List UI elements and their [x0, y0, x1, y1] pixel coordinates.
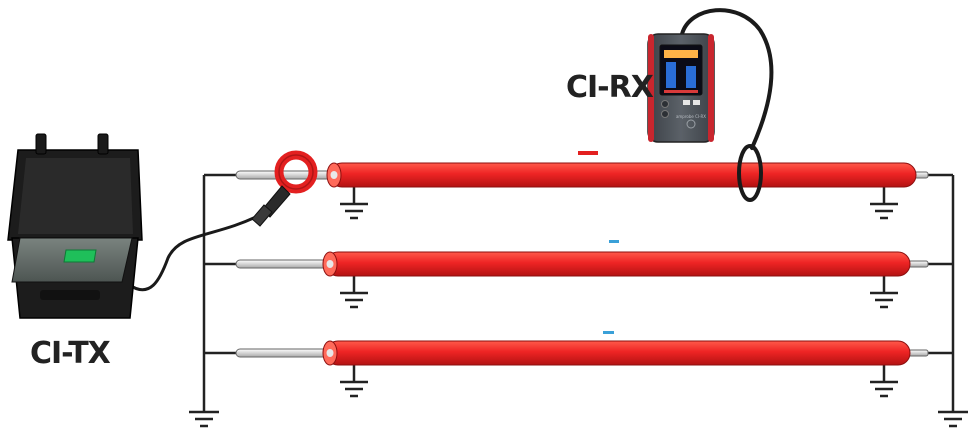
- current-marker-cable-3: [603, 331, 614, 334]
- ground-icon: [340, 276, 368, 309]
- transmitter-label: CI-TX: [30, 336, 111, 371]
- transmitter-case-icon: [7, 133, 143, 319]
- ground-icon: [340, 187, 368, 220]
- receiver-lead-wire: [680, 8, 774, 150]
- ground-icon: [870, 276, 898, 309]
- current-marker-cable-2: [609, 240, 619, 243]
- receiver-device-icon: [647, 33, 715, 143]
- receiver-label: CI-RX: [566, 70, 654, 105]
- cable-2: [235, 251, 929, 277]
- current-marker-cable-1: [578, 151, 598, 155]
- ground-icon: [938, 408, 968, 428]
- cable-3: [235, 340, 929, 366]
- receiver-flex-clamp-icon: [737, 144, 763, 202]
- ground-icon: [870, 187, 898, 220]
- receiver-model-text: amprobe CI-RX: [676, 114, 706, 119]
- ground-icon: [340, 365, 368, 398]
- transmitter-lead-wire: [126, 212, 264, 292]
- cable-1: [235, 162, 929, 188]
- ground-icon: [870, 365, 898, 398]
- ground-symbols: [189, 187, 968, 428]
- ground-icon: [189, 408, 219, 428]
- bus-wiring: [202, 173, 955, 408]
- transmitter-clamp-icon: [251, 150, 318, 227]
